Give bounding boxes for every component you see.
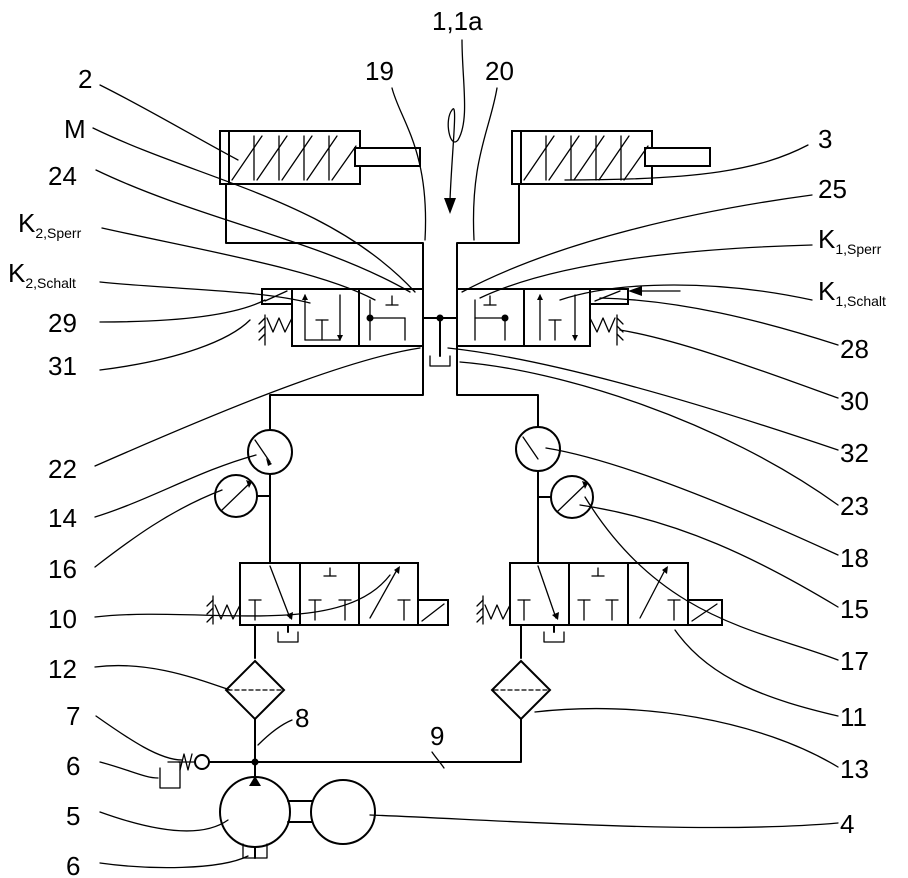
label-4: 4: [840, 809, 854, 839]
labels: 1,1a 2 M 24 K2,Sperr K2,Schalt 29 31 22 …: [8, 6, 886, 878]
spring-left-top: [258, 314, 293, 346]
label-13: 13: [840, 754, 869, 784]
label-14: 14: [48, 503, 77, 533]
label-9: 9: [430, 721, 444, 751]
label-30: 30: [840, 386, 869, 416]
label-12: 12: [48, 654, 77, 684]
label-k2-sperr: K2,Sperr: [18, 208, 82, 241]
flow-sensor-left: [247, 429, 293, 475]
label-32: 32: [840, 438, 869, 468]
label-5: 5: [66, 801, 80, 831]
label-29: 29: [48, 308, 77, 338]
pressure-gauge-left: [214, 474, 271, 518]
motor: [310, 779, 376, 845]
leader-lines: [92, 84, 839, 869]
label-15: 15: [840, 594, 869, 624]
label-k2-schalt: K2,Schalt: [8, 258, 76, 291]
valve-left-bottom: [206, 562, 449, 643]
label-10: 10: [48, 604, 77, 634]
cylinder-left: [219, 130, 421, 185]
label-16: 16: [48, 554, 77, 584]
valve-center-connector: [422, 314, 458, 367]
label-k1-sperr: K1,Sperr: [818, 224, 882, 257]
reference-arrow-1-1a: [444, 39, 466, 214]
valve-right-bottom: [476, 562, 723, 643]
valve-to-filter-lines: [254, 624, 522, 659]
pump: [219, 776, 291, 859]
label-1-1a: 1,1a: [432, 6, 483, 36]
label-11: 11: [840, 702, 867, 732]
label-7: 7: [66, 701, 80, 731]
relief-valve: [159, 753, 210, 789]
label-2: 2: [78, 64, 92, 94]
spring-right-top: [589, 314, 624, 346]
arrow-k1-schalt: [628, 286, 681, 296]
label-28: 28: [840, 334, 869, 364]
label-22: 22: [48, 454, 77, 484]
label-20: 20: [485, 56, 514, 86]
top-valve-output-lines: [269, 345, 539, 441]
label-6-upper: 6: [66, 751, 80, 781]
label-k1-schalt: K1,Schalt: [818, 276, 886, 309]
cylinder-right: [511, 130, 711, 185]
label-23: 23: [840, 491, 869, 521]
filter-right: [490, 659, 552, 721]
pressure-lines: [209, 718, 522, 781]
label-6-lower: 6: [66, 851, 80, 878]
pressure-gauge-right: [537, 475, 594, 519]
label-18: 18: [840, 543, 869, 573]
cylinder-lines: [225, 183, 520, 291]
label-M: M: [64, 114, 86, 144]
valve-right-top: [456, 288, 629, 347]
filter-left: [224, 659, 286, 721]
label-8: 8: [295, 703, 309, 733]
label-31: 31: [48, 351, 77, 381]
label-25: 25: [818, 174, 847, 204]
label-17: 17: [840, 646, 869, 676]
pump-motor-coupling: [287, 800, 316, 823]
label-3: 3: [818, 124, 832, 154]
label-19: 19: [365, 56, 394, 86]
label-24: 24: [48, 161, 77, 191]
